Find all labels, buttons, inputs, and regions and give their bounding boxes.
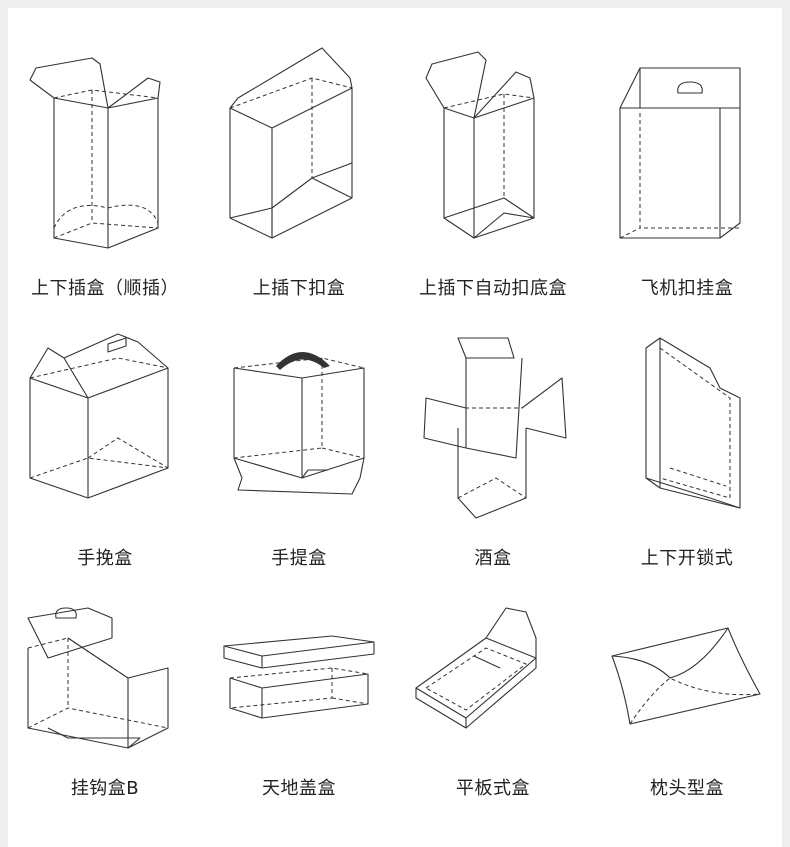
box-label: 上下插盒（顺插） — [31, 278, 179, 299]
box-label: 手提盒 — [271, 548, 327, 569]
box-label: 手挽盒 — [77, 548, 133, 569]
box-label: 上插下扣盒 — [252, 278, 346, 299]
box-label: 酒盒 — [474, 548, 512, 569]
box-label: 飞机扣挂盒 — [640, 278, 734, 299]
tuck-top-snap-bottom-box-icon — [229, 47, 353, 239]
box-type-chart: 上下插盒（顺插） 上插下扣盒 上插下自动扣底盒 — [8, 8, 782, 847]
box-label: 天地盖盒 — [262, 778, 336, 799]
box-label: 上插下自动扣底盒 — [419, 278, 567, 299]
pillow-box-icon — [611, 627, 761, 725]
box-label: 上下开锁式 — [640, 548, 734, 569]
auto-lock-bottom-box-icon — [425, 51, 535, 239]
lock-top-bottom-box-icon — [645, 337, 741, 509]
box-label: 挂钩盒B — [70, 778, 140, 799]
handle-carry-box-icon — [233, 352, 365, 495]
lid-base-box-icon — [223, 635, 375, 719]
box-label: 平板式盒 — [456, 778, 530, 799]
box-label: 枕头型盒 — [650, 778, 724, 799]
gable-handle-box-icon — [29, 333, 169, 499]
wine-box-icon — [423, 337, 567, 519]
airplane-hanger-box-icon — [619, 67, 741, 239]
flat-tablet-box-icon — [415, 607, 537, 729]
tuck-end-box-icon — [29, 57, 161, 249]
hook-box-b-icon — [27, 607, 169, 749]
